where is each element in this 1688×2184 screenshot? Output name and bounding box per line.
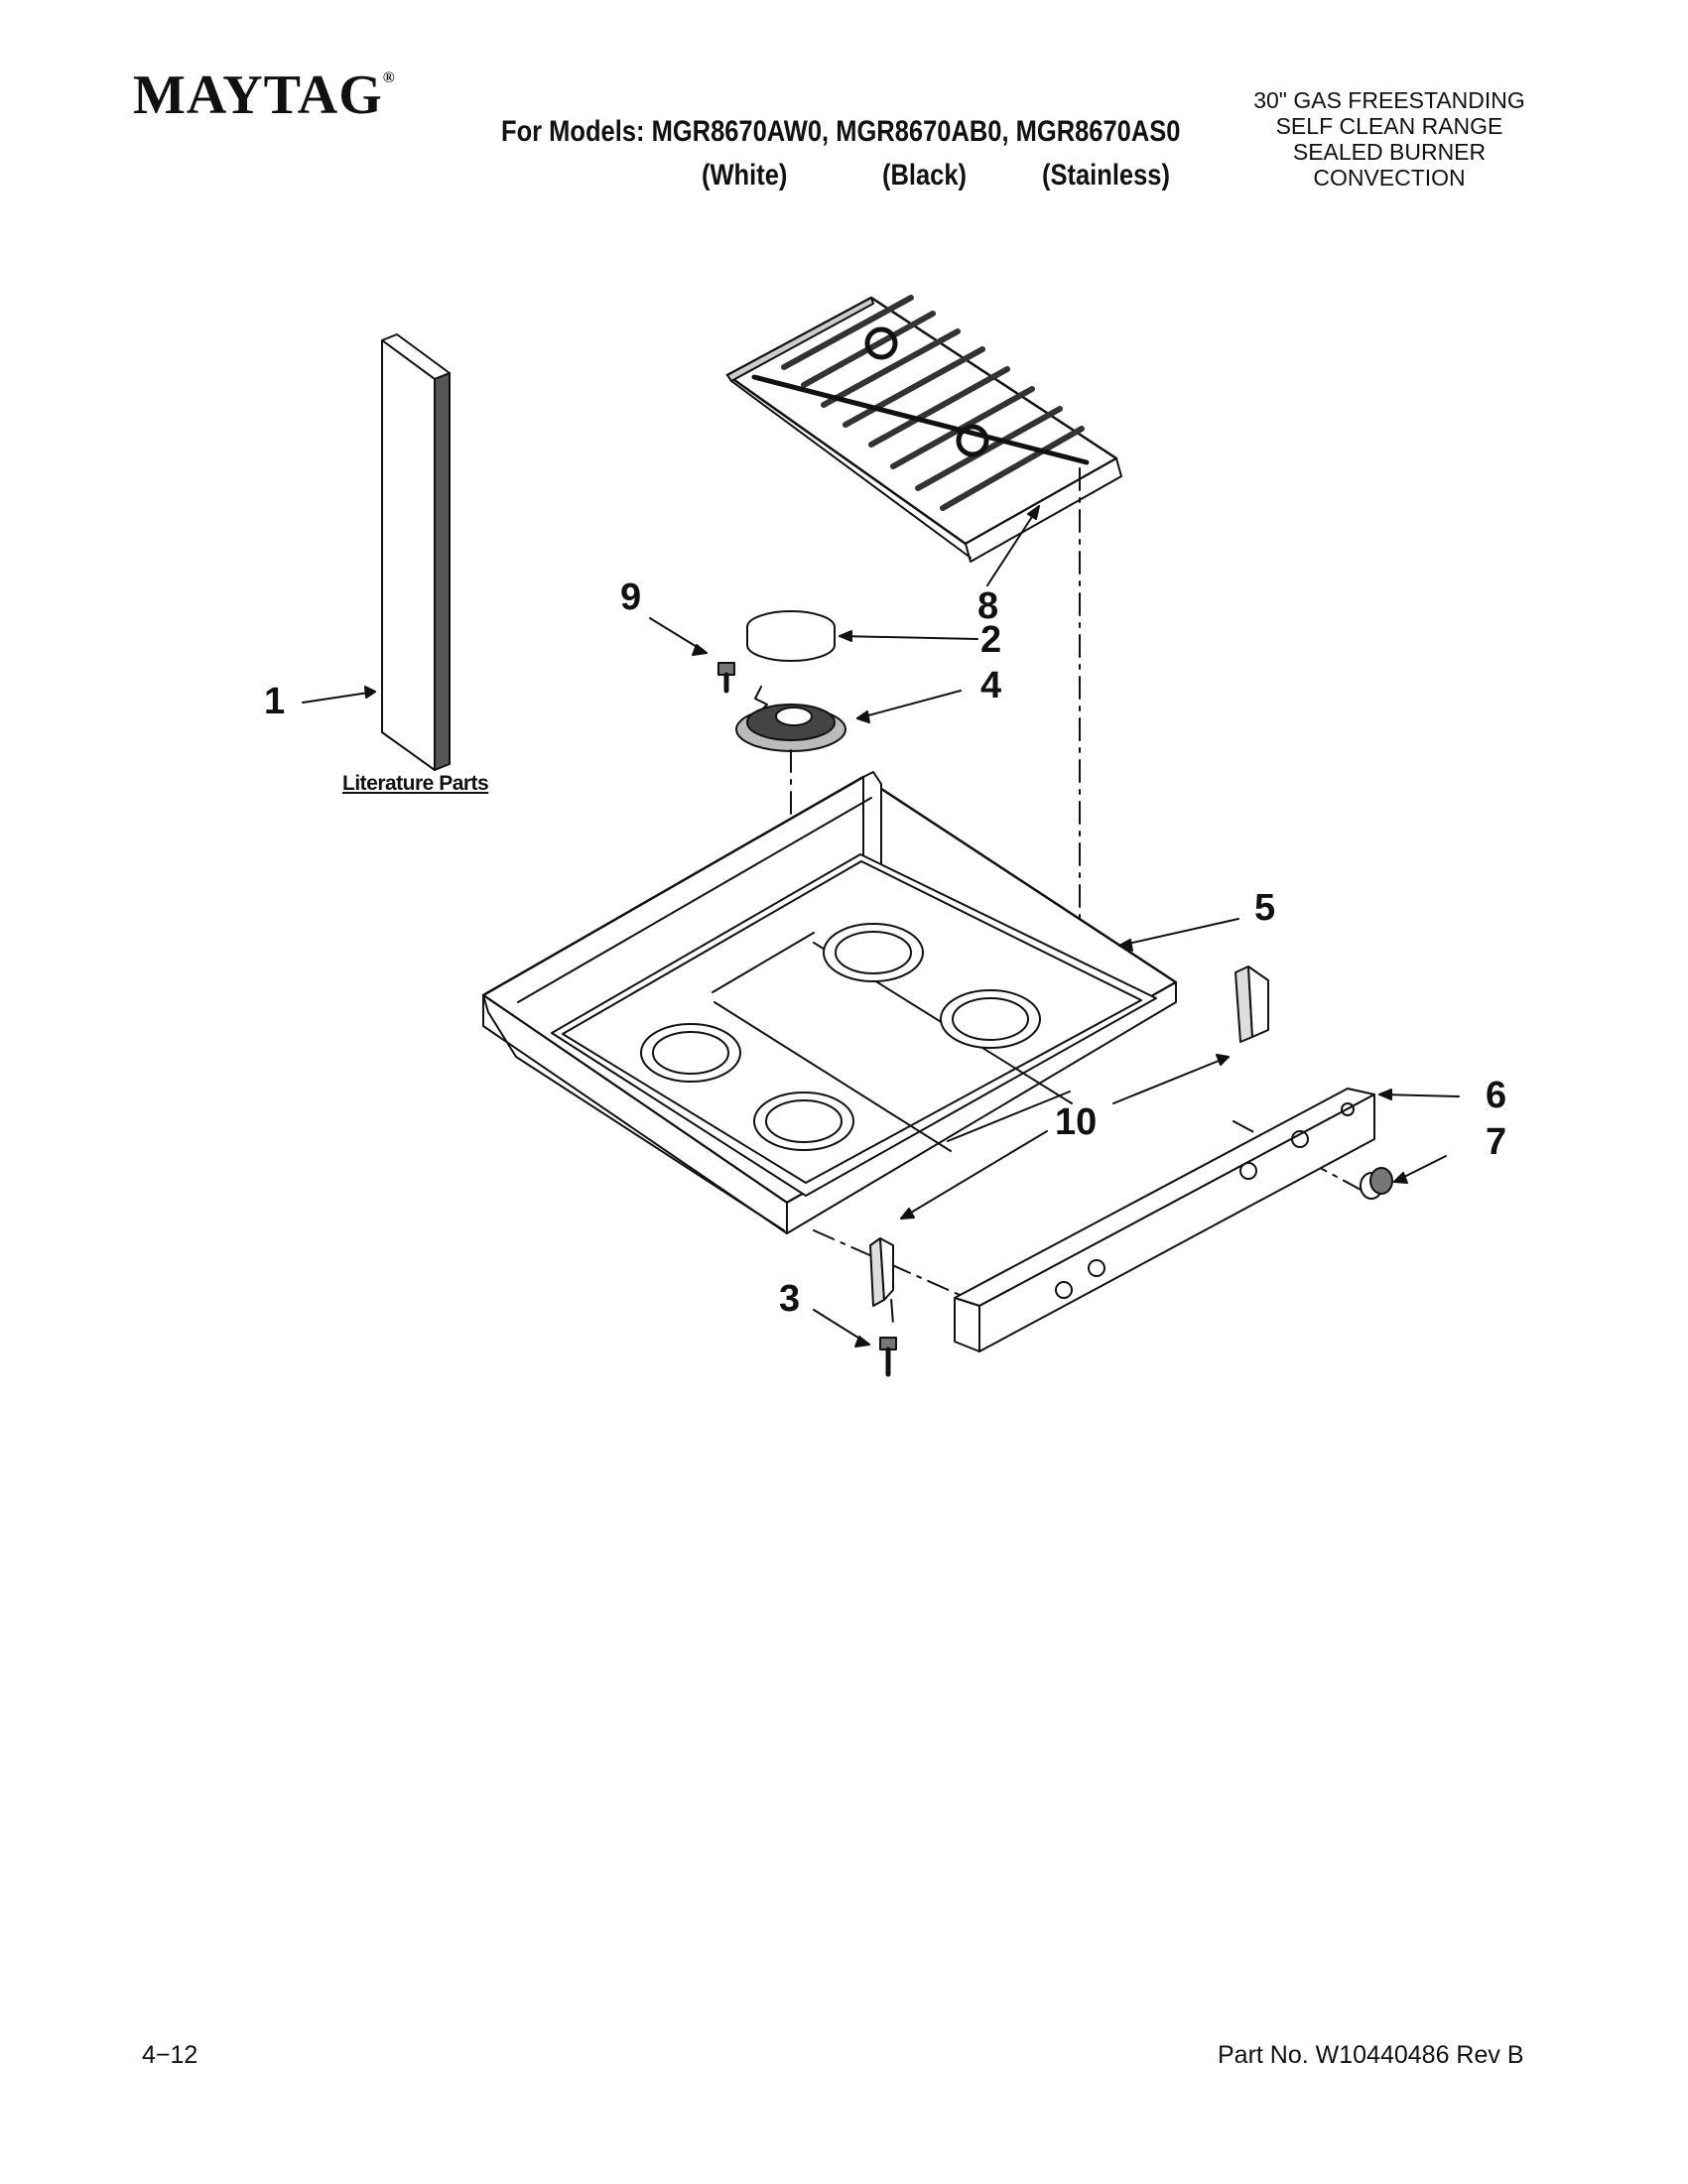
literature-parts xyxy=(381,333,451,771)
part-number: Part No. W10440486 Rev B xyxy=(1218,2041,1524,2069)
knob xyxy=(1360,1167,1393,1200)
brackets xyxy=(869,965,1269,1307)
callout-3: 3 xyxy=(779,1278,801,1320)
burner-grate xyxy=(725,295,1122,563)
callout-7: 7 xyxy=(1486,1121,1507,1163)
callout-9: 9 xyxy=(620,577,642,618)
product-description: 30" GAS FREESTANDING SELF CLEAN RANGE SE… xyxy=(1221,87,1558,191)
description-line: SEALED BURNER xyxy=(1292,139,1487,165)
burner-base xyxy=(735,686,846,752)
callout-leaders xyxy=(302,505,1460,1348)
variant-stainless: (Stainless) xyxy=(1042,159,1170,192)
callout-5: 5 xyxy=(1254,887,1276,929)
screw xyxy=(879,1337,897,1377)
variant-white: (White) xyxy=(702,159,788,192)
callout-6: 6 xyxy=(1486,1075,1507,1116)
description-line: 30" GAS FREESTANDING xyxy=(1253,87,1525,113)
screw xyxy=(717,662,735,694)
literature-parts-label: Literature Parts xyxy=(342,772,489,795)
models-line: For Models: MGR8670AW0, MGR8670AB0, MGR8… xyxy=(501,115,1181,148)
manifold-panel xyxy=(954,1088,1375,1352)
burner-cap xyxy=(746,610,836,662)
callout-1: 1 xyxy=(264,681,286,722)
cooktop xyxy=(481,771,1178,1234)
callout-8: 8 xyxy=(977,585,999,627)
description-line: CONVECTION xyxy=(1313,165,1466,191)
callout-10: 10 xyxy=(1055,1101,1098,1143)
callout-4: 4 xyxy=(980,665,1002,707)
description-line: SELF CLEAN RANGE xyxy=(1275,113,1503,139)
callout-2: 2 xyxy=(980,619,1002,661)
page-number: 4−12 xyxy=(142,2041,198,2069)
variant-black: (Black) xyxy=(882,159,968,192)
maytag-logo: MAYTAG® xyxy=(133,64,396,126)
